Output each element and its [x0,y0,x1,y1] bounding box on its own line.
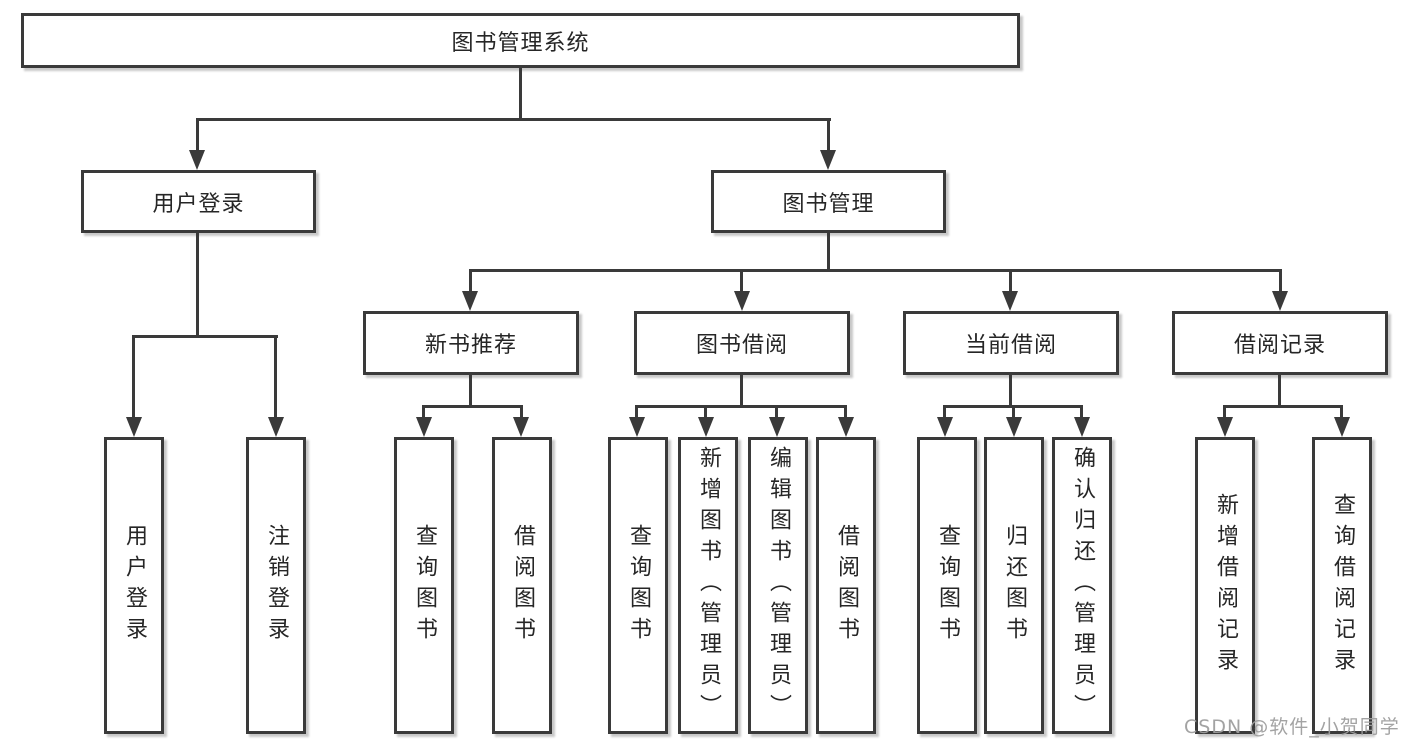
arrow-down-icon [629,417,645,437]
node-current-borrow: 当前借阅 [903,311,1119,375]
connector-line [635,405,638,419]
arrow-down-icon [1002,291,1018,311]
connector-line [196,118,831,121]
arrow-down-icon [462,291,478,311]
connector-line [827,118,830,152]
arrow-down-icon [1006,417,1022,437]
node-new-book-recommend: 新书推荐 [363,311,579,375]
leaf-current-query-book: 查询图书 [917,437,977,734]
connector-line [519,68,522,121]
connector-line [827,233,830,272]
arrow-down-icon [1272,291,1288,311]
arrow-down-icon [126,417,142,437]
leaf-return-book: 归还图书 [984,437,1044,734]
leaf-query-borrow-record: 查询借阅记录 [1312,437,1372,734]
connector-line [520,405,523,419]
connector-line [196,118,199,152]
leaf-confirm-return-admin: 确认归还（管理员） [1052,437,1112,734]
connector-line [1223,405,1226,419]
connector-line [422,405,425,419]
connector-line [1009,375,1012,407]
arrow-down-icon [698,417,714,437]
arrow-down-icon [1334,417,1350,437]
connector-line [274,335,277,419]
node-book-management: 图书管理 [711,170,946,233]
connector-line [1012,405,1015,419]
node-user-login: 用户登录 [81,170,316,233]
node-book-borrow: 图书借阅 [634,311,850,375]
arrow-down-icon [734,291,750,311]
leaf-add-book-admin: 新增图书（管理员） [678,437,738,734]
arrow-down-icon [416,417,432,437]
connector-line [1080,405,1083,419]
leaf-add-borrow-record: 新增借阅记录 [1195,437,1255,734]
node-root-system: 图书管理系统 [21,13,1020,68]
connector-line [1279,269,1282,293]
connector-line [469,269,472,293]
connector-line [740,269,743,293]
connector-line [775,405,778,419]
connector-line [132,335,135,419]
connector-line [635,405,847,408]
connector-line [943,405,946,419]
connector-line [1223,405,1343,408]
arrow-down-icon [820,150,836,170]
connector-line [1278,375,1281,407]
connector-line [422,405,523,408]
arrow-down-icon [268,417,284,437]
arrow-down-icon [1074,417,1090,437]
connector-line [740,375,743,407]
connector-line [196,233,199,337]
leaf-borrow-query-book: 查询图书 [608,437,668,734]
connector-line [1009,269,1012,293]
connector-line [469,375,472,407]
arrow-down-icon [769,417,785,437]
leaf-edit-book-admin: 编辑图书（管理员） [748,437,808,734]
connector-line [1340,405,1343,419]
arrow-down-icon [513,417,529,437]
connector-line [469,269,1282,272]
connector-line [132,335,278,338]
connector-line [844,405,847,419]
arrow-down-icon [838,417,854,437]
leaf-borrow-book: 借阅图书 [816,437,876,734]
connector-line [704,405,707,419]
leaf-logout: 注销登录 [246,437,306,734]
arrow-down-icon [937,417,953,437]
leaf-user-login: 用户登录 [104,437,164,734]
arrow-down-icon [1217,417,1233,437]
arrow-down-icon [189,150,205,170]
leaf-recommend-query-book: 查询图书 [394,437,454,734]
csdn-watermark: CSDN @软件_小贺同学 [1184,716,1400,738]
node-borrow-record: 借阅记录 [1172,311,1388,375]
leaf-recommend-borrow-book: 借阅图书 [492,437,552,734]
